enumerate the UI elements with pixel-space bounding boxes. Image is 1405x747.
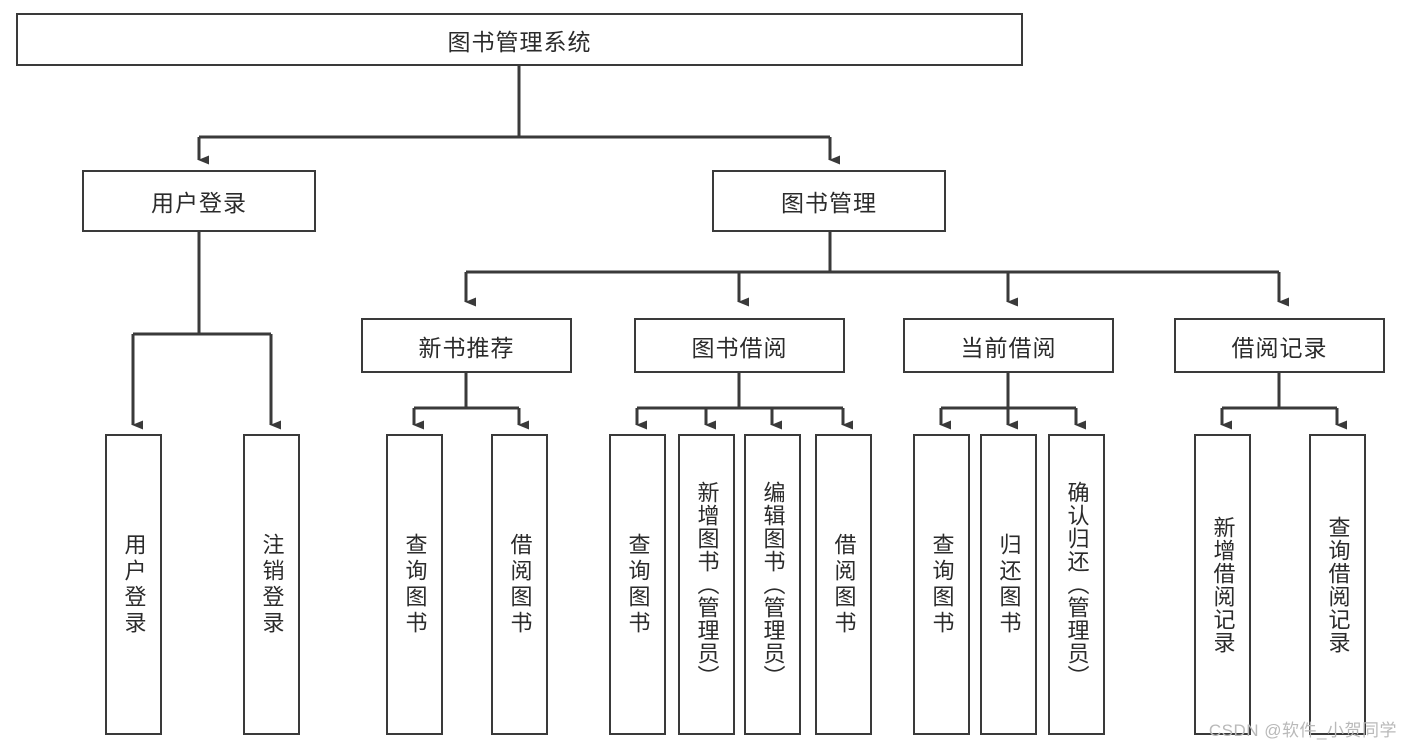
leaf-label: 注销登录	[259, 532, 285, 637]
leaf-borrow-book-1[interactable]: 借阅图书	[491, 434, 548, 735]
leaf-query-book-3[interactable]: 查询图书	[913, 434, 970, 735]
node-current-borrow[interactable]: 当前借阅	[903, 318, 1114, 373]
leaf-label: 查询借阅记录	[1325, 515, 1351, 654]
leaf-label: 新增图书（管理员）	[694, 481, 720, 688]
leaf-return-book[interactable]: 归还图书	[980, 434, 1037, 735]
leaf-edit-book-admin[interactable]: 编辑图书（管理员）	[744, 434, 801, 735]
leaf-borrow-book-2[interactable]: 借阅图书	[815, 434, 872, 735]
leaf-logout-login[interactable]: 注销登录	[243, 434, 300, 735]
leaf-add-book-admin[interactable]: 新增图书（管理员）	[678, 434, 735, 735]
leaf-label: 借阅图书	[507, 532, 533, 637]
leaf-query-book-2[interactable]: 查询图书	[609, 434, 666, 735]
node-new-book-recommend[interactable]: 新书推荐	[361, 318, 572, 373]
watermark-text: CSDN @软件_小贺同学	[1208, 721, 1397, 740]
leaf-label: 查询图书	[402, 532, 428, 637]
leaf-user-login[interactable]: 用户登录	[105, 434, 162, 735]
leaf-query-book-1[interactable]: 查询图书	[386, 434, 443, 735]
leaf-label: 查询图书	[929, 532, 955, 637]
leaf-label: 借阅图书	[831, 532, 857, 637]
leaf-add-borrow-record[interactable]: 新增借阅记录	[1194, 434, 1251, 735]
node-label: 借阅记录	[1231, 334, 1328, 361]
node-borrow-record[interactable]: 借阅记录	[1174, 318, 1385, 373]
leaf-query-borrow-record[interactable]: 查询借阅记录	[1309, 434, 1366, 735]
leaf-label: 确认归还（管理员）	[1064, 481, 1090, 688]
node-book-borrow[interactable]: 图书借阅	[634, 318, 845, 373]
node-label: 图书管理	[781, 190, 877, 216]
node-label: 图书管理系统	[447, 28, 592, 55]
leaf-label: 用户登录	[121, 532, 147, 637]
leaf-label: 归还图书	[996, 532, 1022, 637]
leaf-confirm-return-admin[interactable]: 确认归还（管理员）	[1048, 434, 1105, 735]
node-book-management-system[interactable]: 图书管理系统	[16, 13, 1023, 66]
leaf-label: 新增借阅记录	[1210, 515, 1236, 654]
node-book-management[interactable]: 图书管理	[712, 170, 946, 232]
node-label: 当前借阅	[960, 334, 1057, 361]
leaf-label: 编辑图书（管理员）	[760, 481, 786, 688]
node-label: 用户登录	[151, 190, 247, 216]
leaf-label: 查询图书	[625, 532, 651, 637]
node-user-login[interactable]: 用户登录	[82, 170, 316, 232]
node-label: 图书借阅	[691, 334, 788, 361]
node-label: 新书推荐	[418, 334, 515, 361]
